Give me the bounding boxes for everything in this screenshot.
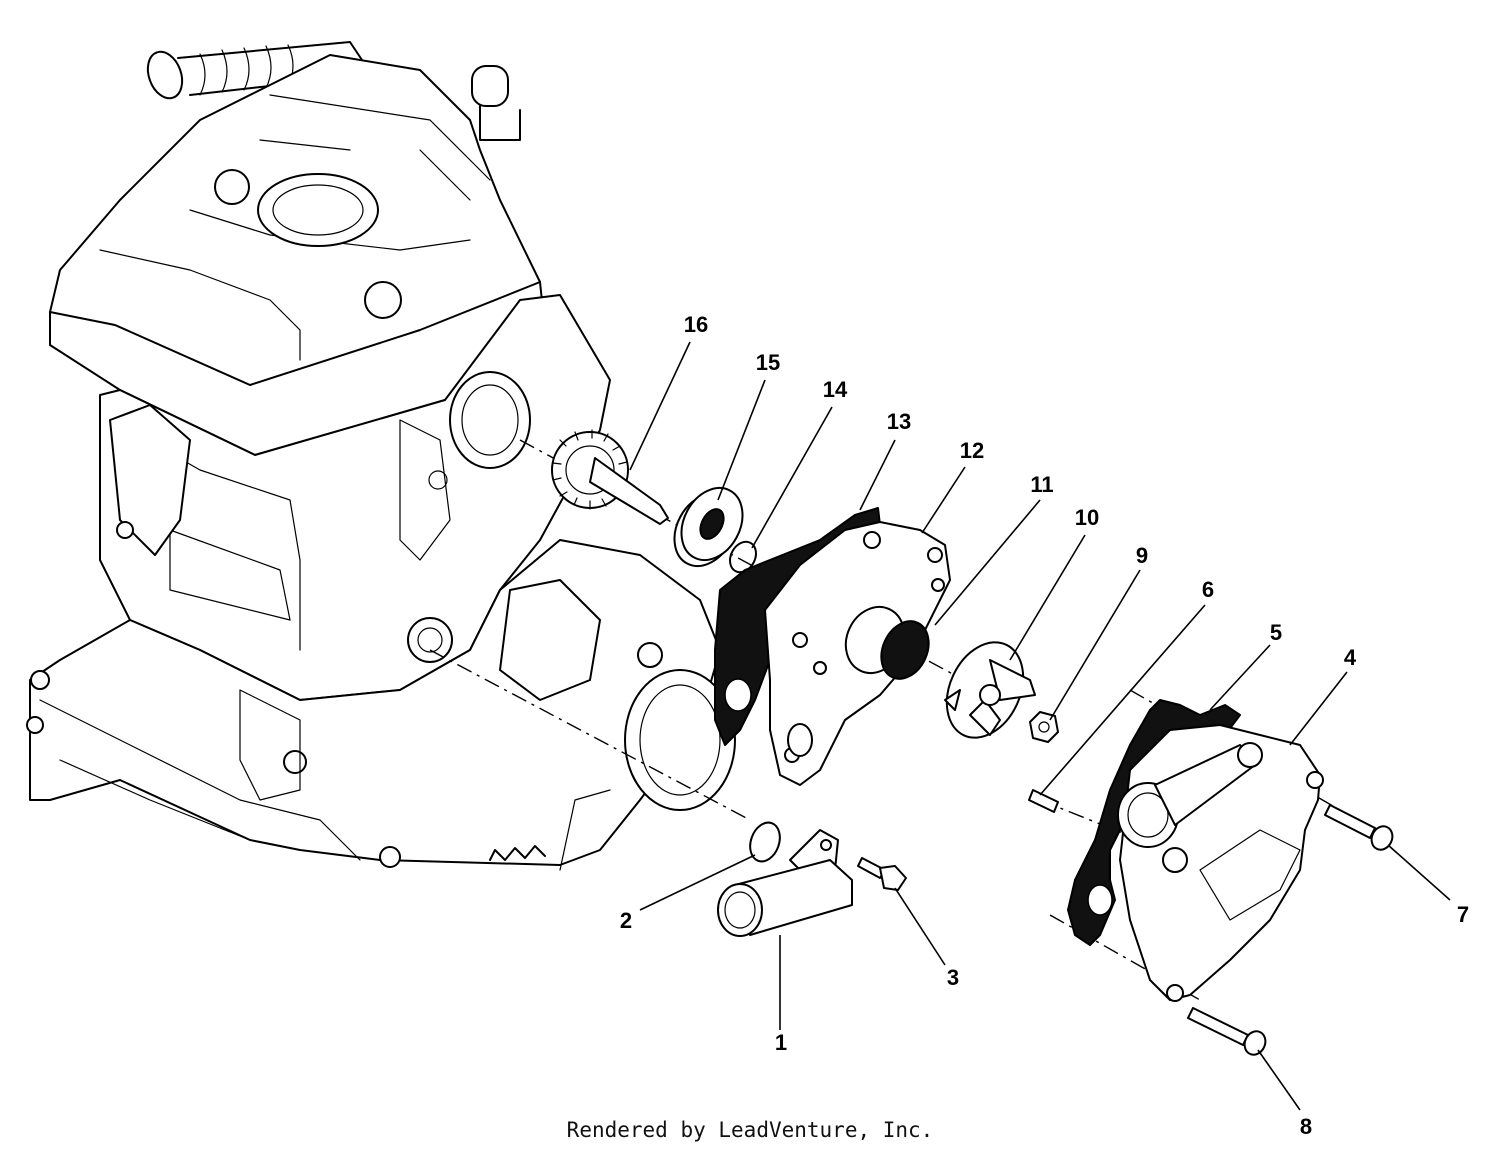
callout-10: 10 (1075, 505, 1099, 530)
part-15-bearing (673, 486, 744, 568)
part-1-outlet-pipe (717, 829, 853, 937)
callout-1: 1 (775, 1030, 787, 1055)
part-7-bolt (1324, 804, 1394, 851)
leader-lines (629, 341, 1451, 1111)
part-8-bolt (1187, 1007, 1267, 1056)
part-11-seal (880, 620, 930, 680)
callout-11: 11 (1030, 472, 1053, 497)
callout-5: 5 (1270, 620, 1282, 645)
part-3-bolt (857, 857, 907, 891)
callout-15: 15 (756, 350, 780, 375)
render-credit: Rendered by LeadVenture, Inc. (566, 1118, 934, 1142)
part-10-impeller (944, 641, 1036, 739)
dowel-axis-line (1039, 799, 1141, 841)
callout-8: 8 (1300, 1114, 1312, 1139)
callout-3: 3 (947, 965, 959, 990)
callout-6: 6 (1202, 577, 1214, 602)
part-4-pump-cover (1117, 724, 1324, 1002)
part-2-o-ring (749, 821, 781, 863)
part-6-dowel-pin (1028, 789, 1059, 813)
callout-9: 9 (1136, 543, 1148, 568)
callout-4: 4 (1344, 645, 1357, 670)
callout-16: 16 (684, 312, 708, 337)
lower-bolt-axis-line (1049, 914, 1201, 1001)
part-14-snap-ring (729, 540, 757, 574)
crankcase (26, 539, 736, 871)
valve-cover (49, 54, 546, 456)
callout-12: 12 (960, 438, 984, 463)
callout-7: 7 (1457, 902, 1469, 927)
part-9-nut (1029, 711, 1059, 743)
part-16-pump-shaft-gear (551, 429, 669, 525)
outlet-axis-line (429, 649, 751, 821)
callout-2: 2 (620, 908, 632, 933)
engine-block-illustration (26, 41, 1341, 1001)
callout-14: 14 (823, 377, 848, 402)
callout-13: 13 (887, 409, 911, 434)
breather-hose (146, 41, 521, 141)
callout-labels: 1 2 3 4 5 6 7 8 9 10 11 12 13 14 15 16 (620, 312, 1469, 1139)
